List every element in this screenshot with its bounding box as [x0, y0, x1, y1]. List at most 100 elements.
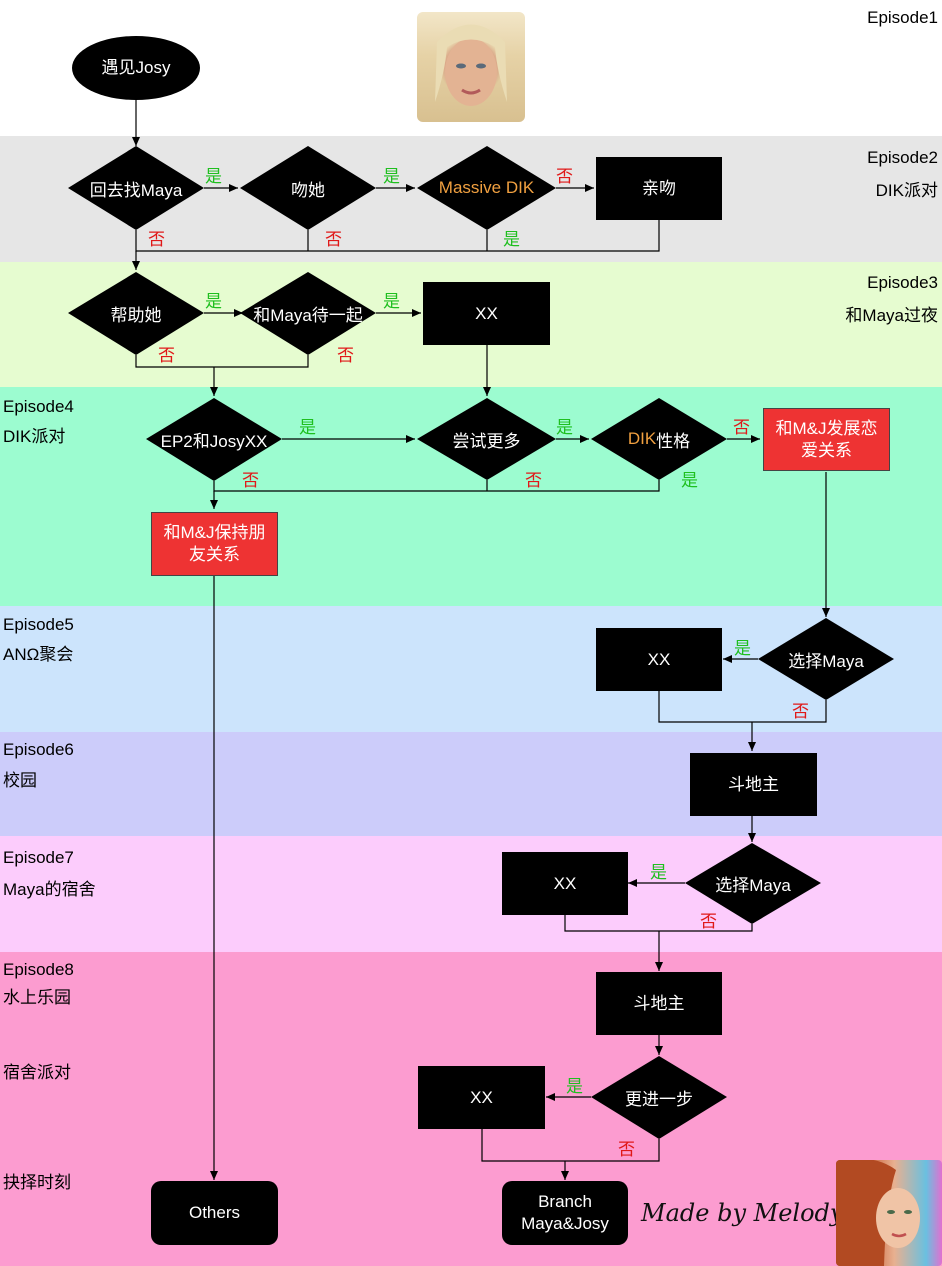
- node-with-maya-label: 和Maya待一起: [253, 305, 363, 325]
- diamond-choose-maya2: [685, 843, 821, 924]
- node-personality-text: 性格: [656, 431, 691, 451]
- no-label-find-maya: 否: [148, 230, 165, 249]
- diamond-find-maya: [68, 146, 204, 230]
- yes-label-choose1-to-xx2: 是: [734, 639, 751, 658]
- episode4-sub-label: DIK派对: [3, 427, 66, 446]
- signature-made-by-melody: Made by Melody: [641, 1199, 844, 1227]
- node-xx3-label: XX: [553, 873, 577, 893]
- no-label-ep2josy: 否: [242, 471, 259, 490]
- edge-ep7-merge: [564, 915, 753, 932]
- node-choose-maya2-label: 选择Maya: [715, 875, 791, 895]
- node-xx3: XX: [502, 852, 628, 915]
- node-kiss-box: 亲吻: [596, 157, 722, 220]
- no-label-kiss-her: 否: [325, 230, 342, 249]
- yes-label-with-to-xx1: 是: [383, 292, 400, 311]
- josy-portrait-face-icon: [435, 24, 507, 106]
- episode6-label: Episode6: [3, 740, 74, 759]
- melody-portrait-image: [836, 1160, 942, 1266]
- no-label-massive-to-kiss: 否: [556, 167, 573, 186]
- node-further-label: 更进一步: [625, 1089, 693, 1109]
- melody-portrait-face-icon: [836, 1160, 920, 1266]
- episode7-label: Episode7: [3, 848, 74, 867]
- node-branch-line1: Branch: [538, 1192, 592, 1211]
- node-meet-josy-label: 遇见Josy: [101, 58, 171, 77]
- diamond-help-her: [68, 272, 204, 355]
- episode1-label: Episode1: [867, 8, 938, 27]
- node-choose-maya1-label: 选择Maya: [788, 651, 864, 671]
- node-branch: Branch Maya&Josy: [502, 1181, 628, 1245]
- node-xx1: XX: [423, 282, 550, 345]
- node-xx2: XX: [596, 628, 722, 691]
- episode5-label: Episode5: [3, 615, 74, 634]
- edge-ep3-merge: [135, 355, 309, 368]
- node-xx2-label: XX: [647, 649, 671, 669]
- no-label-choose2: 否: [700, 912, 717, 931]
- node-romance-line1: 和M&J发展恋: [775, 418, 878, 438]
- node-kiss-her-label: 吻她: [291, 180, 325, 200]
- node-friendship: 和M&J保持朋 友关系: [151, 512, 278, 576]
- no-label-further: 否: [618, 1140, 635, 1159]
- node-xx4: XX: [418, 1066, 545, 1129]
- diamond-massive-dik: [417, 146, 556, 230]
- episode3-sub-label: 和Maya过夜: [845, 306, 938, 325]
- diamond-ep2-josy: [146, 398, 282, 481]
- node-branch-line2: Maya&Josy: [521, 1214, 609, 1233]
- yes-label-find-to-kiss: 是: [205, 167, 222, 186]
- node-landlord1-label: 斗地主: [728, 774, 779, 794]
- diamond-choose-maya1: [758, 618, 894, 700]
- diamond-try-more: [417, 398, 556, 480]
- node-xx1-label: XX: [475, 303, 498, 323]
- node-find-maya-label: 回去找Maya: [89, 180, 183, 200]
- episode7-sub-label: Maya的宿舍: [3, 880, 96, 899]
- node-romance: 和M&J发展恋 爱关系: [763, 408, 890, 471]
- node-meet-josy: 遇见Josy: [72, 36, 200, 100]
- episode3-label: Episode3: [867, 273, 938, 292]
- yes-label-ep2josy-to-try: 是: [299, 418, 316, 437]
- node-dik-text: DIK: [627, 429, 657, 448]
- episode2-sub-label: DIK派对: [875, 181, 938, 200]
- edge-ep4-merge: [213, 480, 660, 492]
- node-friendship-line2: 友关系: [189, 545, 240, 564]
- diamond-further: [591, 1056, 727, 1139]
- diamond-kiss-her: [240, 146, 376, 230]
- no-label-help-her: 否: [158, 346, 175, 365]
- node-kiss-box-label: 亲吻: [642, 178, 676, 198]
- node-ep2-josy-label: EP2和JosyXX: [160, 431, 268, 451]
- edge-ep2-merge: [135, 220, 660, 252]
- node-massive-dik-label: Massive DIK: [438, 178, 535, 197]
- diamond-with-maya: [240, 272, 376, 355]
- josy-portrait-image: [417, 12, 525, 122]
- episode6-sub-label: 校园: [3, 771, 37, 790]
- episode8-sub-label: 水上乐园: [3, 988, 71, 1007]
- no-label-choose1: 否: [792, 702, 809, 721]
- node-landlord2-label: 斗地主: [633, 993, 685, 1013]
- yes-label-further-to-xx4: 是: [566, 1077, 583, 1096]
- yes-label-kiss-to-massive: 是: [383, 167, 400, 186]
- node-landlord2: 斗地主: [596, 972, 722, 1035]
- episode4-label: Episode4: [3, 397, 74, 416]
- no-label-with-maya: 否: [337, 346, 354, 365]
- yes-label-help-to-with: 是: [205, 292, 222, 311]
- yes-label-try-to-dik: 是: [556, 418, 573, 437]
- yes-label-choose2-to-xx3: 是: [650, 863, 667, 882]
- yes-label-massive-down: 是: [503, 230, 520, 249]
- episode8-label: Episode8: [3, 960, 74, 979]
- node-xx4-label: XX: [470, 1087, 493, 1107]
- edge-ep5-merge: [658, 691, 827, 723]
- node-try-more-label: 尝试更多: [452, 431, 521, 451]
- node-romance-line2: 爱关系: [801, 440, 852, 460]
- no-label-try-more: 否: [525, 471, 542, 490]
- edge-ep8-merge: [481, 1129, 660, 1162]
- diamond-dik-personality: [591, 398, 727, 480]
- episode2-label: Episode2: [867, 148, 938, 167]
- dorm-party-label: 宿舍派对: [3, 1063, 71, 1082]
- node-help-her-label: 帮助她: [110, 305, 162, 325]
- episode5-sub-label: ANΩ聚会: [3, 645, 74, 664]
- node-friendship-line1: 和M&J保持朋: [163, 523, 266, 542]
- choice-moment-label: 抉择时刻: [3, 1173, 71, 1192]
- yes-label-dik-down: 是: [681, 471, 698, 490]
- node-others: Others: [151, 1181, 278, 1245]
- no-label-dik-to-romance: 否: [733, 418, 750, 437]
- node-landlord1: 斗地主: [690, 753, 817, 816]
